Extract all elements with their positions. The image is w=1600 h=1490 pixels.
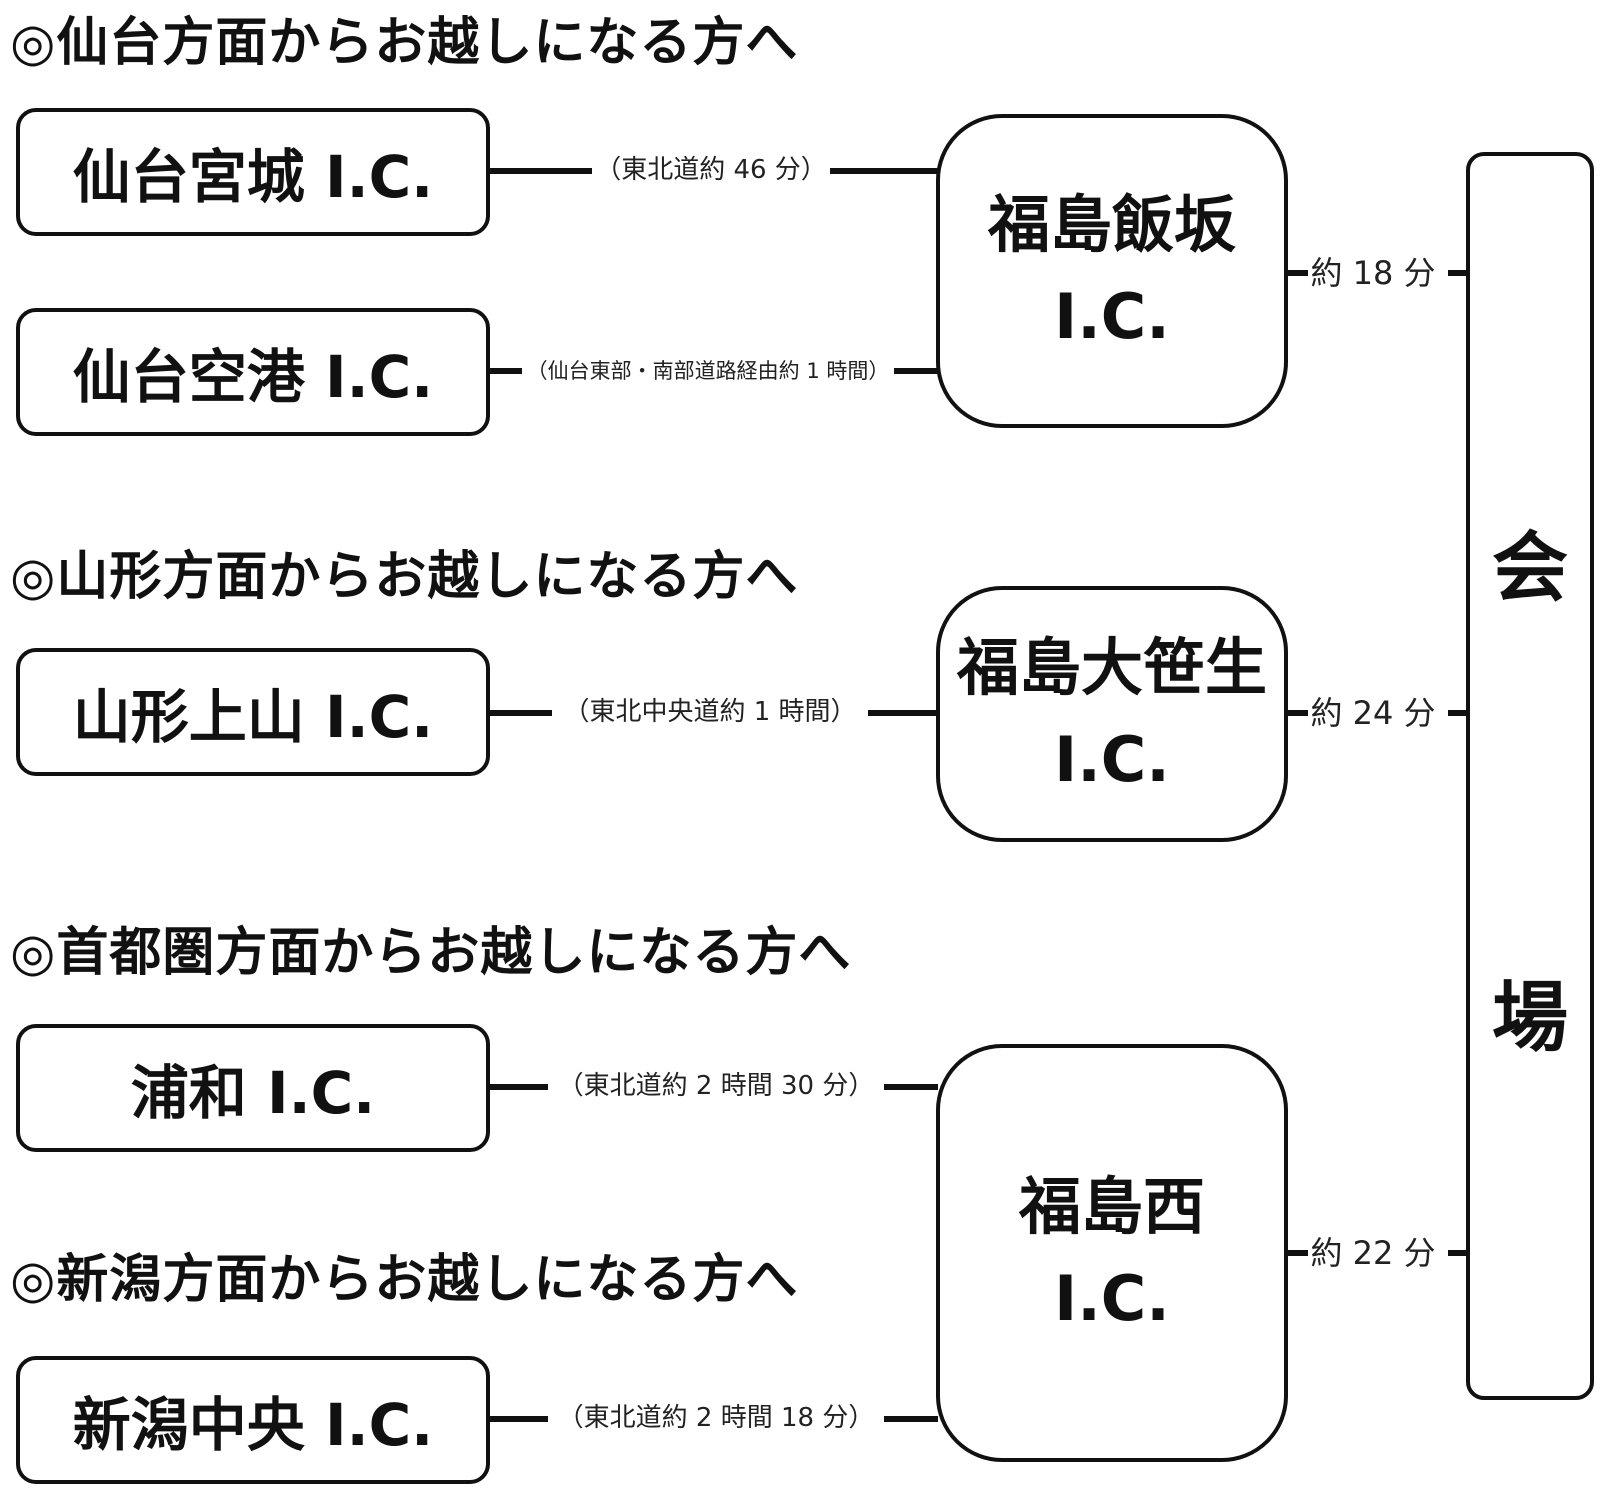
interchange-name: 福島飯坂: [987, 188, 1236, 261]
connector-iizaka-right: [1448, 270, 1468, 276]
time-osasou: 約 24 分: [1310, 694, 1436, 732]
interchange-fukushima-iizaka: 福島飯坂 I.C.: [936, 114, 1288, 428]
venue-char-2: 場: [1492, 973, 1568, 1062]
connector-osasou-right: [1448, 710, 1468, 716]
venue-box: 会 場: [1466, 152, 1594, 1400]
connector-nishi-left: [1284, 1250, 1308, 1256]
heading-yamagata: ◎山形方面からお越しになる方へ: [10, 547, 799, 607]
route-yamagata-kaminoyama: （東北中央道約 1 時間）: [563, 697, 857, 727]
route-sendai-airport: （仙台東部・南部道路経由約 1 時間）: [526, 359, 890, 383]
route-urawa: （東北道約 2 時間 30 分）: [557, 1071, 875, 1101]
connector-urawa-left: [488, 1084, 548, 1090]
venue-char-1: 会: [1492, 523, 1568, 612]
heading-niigata: ◎新潟方面からお越しになる方へ: [10, 1250, 799, 1310]
origin-label: 浦和 I.C.: [130, 1059, 376, 1127]
interchange-suffix: I.C.: [1054, 723, 1170, 796]
connector-yamagata-left: [488, 710, 552, 716]
origin-label: 仙台宮城 I.C.: [72, 143, 434, 211]
connector-nishi-right: [1448, 1250, 1468, 1256]
origin-label: 新潟中央 I.C.: [72, 1391, 434, 1459]
heading-shutoken: ◎首都圏方面からお越しになる方へ: [10, 923, 852, 983]
connector-iizaka-left: [1284, 270, 1308, 276]
connector-sendai-miyagi-right: [830, 168, 938, 174]
interchange-name: 福島西: [1018, 1170, 1205, 1243]
connector-sendai-airport-left: [488, 368, 522, 374]
heading-sendai: ◎仙台方面からお越しになる方へ: [10, 13, 799, 73]
time-iizaka: 約 18 分: [1310, 254, 1436, 292]
origin-label: 山形上山 I.C.: [72, 683, 434, 751]
connector-yamagata-right: [868, 710, 938, 716]
origin-sendai-miyagi: 仙台宮城 I.C.: [16, 108, 490, 236]
time-nishi: 約 22 分: [1310, 1234, 1436, 1272]
connector-sendai-miyagi-left: [488, 168, 592, 174]
origin-urawa: 浦和 I.C.: [16, 1024, 490, 1152]
origin-niigata-chuo: 新潟中央 I.C.: [16, 1356, 490, 1484]
origin-sendai-airport: 仙台空港 I.C.: [16, 308, 490, 436]
origin-label: 仙台空港 I.C.: [72, 343, 434, 411]
interchange-fukushima-osasou: 福島大笹生 I.C.: [936, 586, 1288, 842]
route-niigata-chuo: （東北道約 2 時間 18 分）: [557, 1403, 875, 1433]
connector-niigata-left: [488, 1416, 548, 1422]
connector-urawa-right: [884, 1084, 938, 1090]
interchange-suffix: I.C.: [1054, 1262, 1170, 1335]
origin-yamagata-kaminoyama: 山形上山 I.C.: [16, 648, 490, 776]
connector-niigata-right: [884, 1416, 938, 1422]
interchange-fukushima-nishi: 福島西 I.C.: [936, 1044, 1288, 1462]
connector-sendai-airport-right: [894, 368, 938, 374]
interchange-suffix: I.C.: [1054, 280, 1170, 353]
interchange-name: 福島大笹生: [956, 631, 1267, 704]
connector-osasou-left: [1284, 710, 1308, 716]
route-sendai-miyagi: （東北道約 46 分）: [595, 155, 827, 185]
